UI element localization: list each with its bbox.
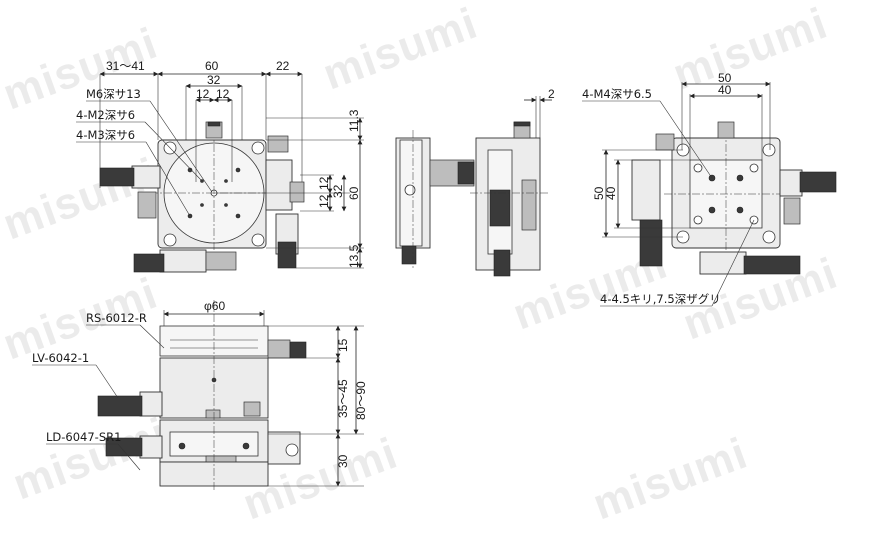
side-knob <box>285 443 299 457</box>
corner-screw <box>251 233 265 247</box>
dim-right-80-90: 80～90 <box>354 381 368 420</box>
knob-cap <box>513 121 531 127</box>
dim-right-6: 13.5 <box>347 244 361 268</box>
micrometer-thimble <box>457 161 475 185</box>
micrometer-barrel <box>779 169 803 197</box>
lock-knob <box>267 135 289 153</box>
lock-knob <box>267 339 291 359</box>
dim-top-1: 31～41 <box>106 59 145 73</box>
dim-top-3: 32 <box>207 73 221 87</box>
top-left-plan-view: 31～41 60 32 12 12 22 11.3 12 12 32 60 13… <box>76 59 364 273</box>
dim-top-2mm: 2 <box>548 87 555 101</box>
micrometer-thimble <box>277 241 297 269</box>
callout-rs-6012-r: RS-6012-R <box>86 311 147 325</box>
callout-m3: 4-M3深サ6 <box>76 128 135 142</box>
tap-hole <box>242 442 250 450</box>
dim-right-4: 32 <box>331 184 345 198</box>
counterbore-hole <box>693 163 703 173</box>
callout-ld-6047-sr1: LD-6047-SR1 <box>46 430 121 444</box>
top-right-bottom-view: 50 40 50 40 4-M4深サ6.5 4-4.5キリ,7.5深ザグリ <box>582 71 837 307</box>
tap-hole <box>736 206 744 214</box>
micrometer-barrel <box>139 435 163 459</box>
corner-screw <box>762 143 776 157</box>
dim-right-3: 12 <box>317 194 331 208</box>
micrometer-thimble <box>489 189 511 227</box>
dim-top-2: 60 <box>205 59 219 73</box>
watermark: misumi <box>317 0 484 99</box>
top-middle-side-view: 2 <box>395 87 555 277</box>
micrometer-thimble <box>133 253 165 273</box>
micrometer-mount <box>783 197 801 225</box>
corner-screw <box>762 230 776 244</box>
micrometer-thimble <box>799 171 837 193</box>
knob-cap <box>207 121 221 127</box>
dim-top-4: 12 <box>196 87 210 101</box>
adjust-knob <box>289 181 305 203</box>
micrometer-mount <box>137 191 157 219</box>
tap-hole <box>708 206 716 214</box>
bottom-front-view: φ60 15 35～45 80～90 30 RS-6012-R LV-6042-… <box>32 299 368 492</box>
watermark: misumi <box>587 429 754 530</box>
goniometer-body <box>631 159 661 221</box>
callout-lv-6042-1: LV-6042-1 <box>32 351 89 365</box>
counterbore-hole <box>749 163 759 173</box>
watermark: misumi <box>7 409 174 510</box>
counterbore-hole <box>693 215 703 225</box>
dim-top-6: 22 <box>276 59 290 73</box>
tap-hole <box>235 213 241 219</box>
dim-right-2: 12 <box>317 176 331 190</box>
tap-hole <box>224 203 228 207</box>
tap-hole <box>235 167 241 173</box>
dim-right-35-45: 35～45 <box>336 379 350 418</box>
micrometer-thimble <box>743 255 801 275</box>
dim-top-40: 40 <box>718 83 732 97</box>
side-hole <box>404 184 416 196</box>
lock-knob <box>243 401 261 417</box>
tap-hole <box>178 442 186 450</box>
dim-phi60: φ60 <box>204 299 225 313</box>
micrometer-thimble <box>97 395 143 417</box>
tap-hole <box>187 167 193 173</box>
dim-right-1: 11.3 <box>347 109 361 132</box>
callout-m2: 4-M2深サ6 <box>76 108 135 122</box>
corner-screw <box>251 141 265 155</box>
tap-hole <box>224 179 228 183</box>
micrometer-thimble <box>105 437 143 457</box>
micrometer-thimble <box>99 167 135 187</box>
tap-hole <box>200 203 204 207</box>
dim-left-50: 50 <box>592 186 606 200</box>
dim-right-5: 60 <box>347 186 361 200</box>
tap-hole <box>736 174 744 182</box>
fixing-screw <box>205 409 221 419</box>
dim-left-40: 40 <box>604 186 618 200</box>
micrometer-thimble <box>401 245 417 265</box>
micrometer-thimble <box>493 249 511 277</box>
watermark: misumi <box>667 0 834 99</box>
micrometer-barrel <box>139 391 163 417</box>
lock-knob <box>655 133 675 151</box>
side-rail <box>521 179 537 231</box>
dim-right-15: 15 <box>336 338 350 352</box>
knob-cap <box>289 341 307 359</box>
micrometer-thimble <box>639 219 663 267</box>
dim-top-5: 12 <box>216 87 230 101</box>
callout-m6: M6深サ13 <box>86 87 141 101</box>
callout-m4: 4-M4深サ6.5 <box>582 87 652 101</box>
micrometer-barrel <box>131 165 161 189</box>
dim-top-50: 50 <box>718 71 732 85</box>
goniometer-body <box>265 159 293 211</box>
callout-counterbore: 4-4.5キリ,7.5深ザグリ <box>600 292 721 306</box>
micrometer-mount <box>205 251 237 271</box>
micrometer-barrel <box>159 249 207 273</box>
lock-knob <box>717 121 735 139</box>
dim-right-30: 30 <box>336 454 350 468</box>
micrometer-barrel <box>699 251 747 275</box>
corner-screw <box>163 233 177 247</box>
